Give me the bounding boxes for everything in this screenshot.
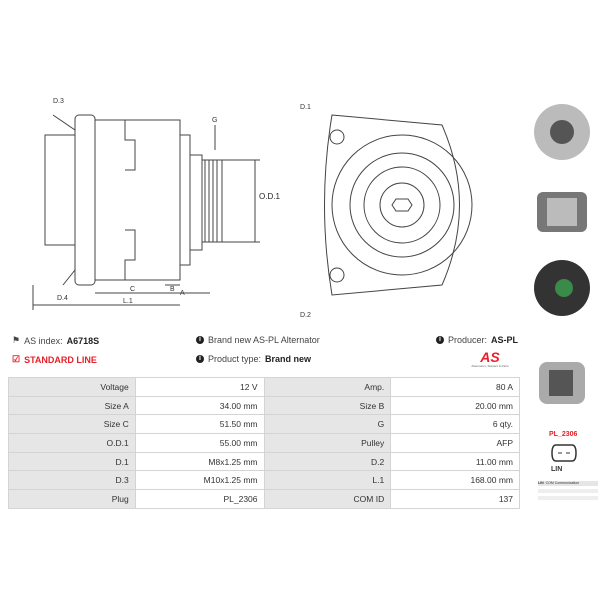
spec-label: Pulley xyxy=(263,433,392,453)
spec-label: Voltage xyxy=(8,377,136,397)
label-d4: D.4 xyxy=(57,295,68,302)
spec-label: D.2 xyxy=(263,451,392,472)
spec-label: O.D.1 xyxy=(8,433,136,453)
as-pl-logo: AS Alternators, Starters & Parts xyxy=(471,349,509,368)
spec-value: 34.00 mm xyxy=(134,395,265,416)
spec-value: 11.00 mm xyxy=(390,451,520,472)
spec-value: 137 xyxy=(390,489,520,509)
pin-value: COM Communication xyxy=(545,481,580,485)
label-d3: D.3 xyxy=(53,98,64,105)
spec-label: L.1 xyxy=(263,470,392,491)
product-photo-rear[interactable] xyxy=(527,250,597,325)
plug-type: LIN xyxy=(551,466,563,473)
info-icon: i xyxy=(196,336,204,344)
spec-value: 6 qty. xyxy=(390,414,520,435)
spec-value: 80 A xyxy=(390,377,520,397)
product-photo-angle[interactable] xyxy=(527,350,597,420)
product-photo-front[interactable] xyxy=(527,90,597,170)
pin-key: LIN xyxy=(538,481,544,485)
spec-label: Plug xyxy=(8,489,136,509)
spec-value: PL_2306 xyxy=(134,489,265,509)
spec-label: Size C xyxy=(8,414,136,435)
tag-icon: ⚑ xyxy=(12,335,21,345)
label-d1: D.1 xyxy=(300,104,311,111)
spec-label: COM ID xyxy=(263,489,392,509)
spec-value: 51.50 mm xyxy=(134,414,265,435)
label-g: G xyxy=(212,117,217,124)
spec-value: 55.00 mm xyxy=(134,433,265,453)
spec-value: 168.00 mm xyxy=(390,470,520,491)
standard-line-badge: ☑ STANDARD LINE xyxy=(12,354,97,365)
label-b: B xyxy=(170,286,175,293)
spec-label: D.3 xyxy=(8,470,136,491)
spec-value: 12 V xyxy=(134,377,265,397)
spec-label: D.1 xyxy=(8,451,136,472)
plug-code: PL_2306 xyxy=(549,431,578,438)
as-index: ⚑ AS index:A6718S xyxy=(12,335,100,346)
info-icon: i xyxy=(196,355,204,363)
label-l1: L.1 xyxy=(123,298,133,305)
spec-value: M8x1.25 mm xyxy=(134,451,265,472)
spec-label: G xyxy=(263,414,392,435)
front-view-drawing: D.1 D.2 xyxy=(300,104,473,319)
spec-label: Size A xyxy=(8,395,136,416)
side-view-drawing: D.3 D.4 G O.D.1 C B A L.1 xyxy=(32,98,280,310)
spec-label: Amp. xyxy=(263,377,392,397)
product-photo-side[interactable] xyxy=(527,180,597,245)
checkbox-icon: ☑ xyxy=(12,354,21,364)
spec-value: AFP xyxy=(390,433,520,453)
label-od1: O.D.1 xyxy=(259,192,280,201)
spec-value: 20.00 mm xyxy=(390,395,520,416)
label-a: A xyxy=(180,290,185,297)
label-c: C xyxy=(130,286,135,293)
info-icon: i xyxy=(436,336,444,344)
spec-value: M10x1.25 mm xyxy=(134,470,265,491)
label-d2: D.2 xyxy=(300,312,311,319)
plug-connector-icon xyxy=(551,444,577,462)
spec-label: Size B xyxy=(263,395,392,416)
